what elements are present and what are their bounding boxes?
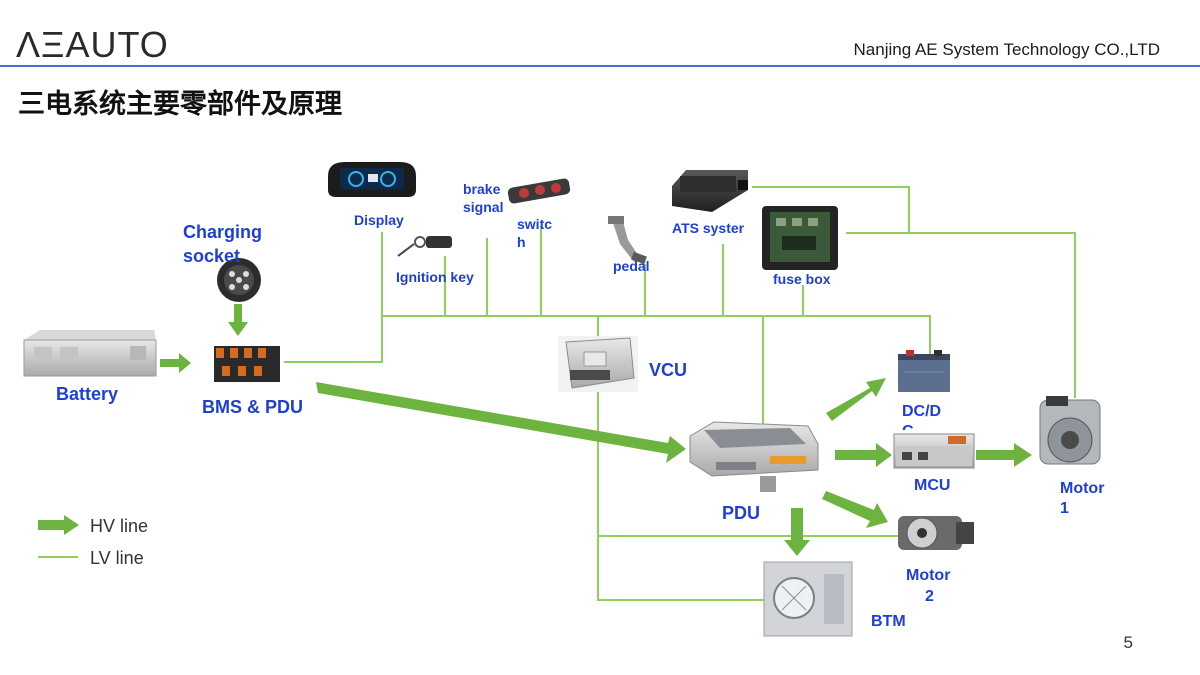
pedal-image [608, 216, 647, 265]
company-name: Nanjing AE System Technology CO.,LTD [853, 40, 1160, 59]
label-dcdc-2: C [902, 422, 960, 430]
legend-lv-label: LV line [90, 548, 144, 568]
label-mcu: MCU [914, 477, 951, 494]
hv-arrow-pdu-btm [784, 508, 810, 556]
dcdc-image [898, 350, 950, 392]
label-dcdc-2-clip: C [900, 422, 960, 430]
label-btm: BTM [871, 613, 906, 630]
lv-lines [284, 186, 1076, 601]
hv-arrow-pdu-motor2 [822, 491, 888, 528]
brake-switch-image [507, 178, 571, 204]
charging-socket-image [217, 258, 261, 302]
label-socket: socket [183, 246, 241, 266]
label-ats-system: ATS syster [672, 220, 745, 236]
label-pedal: pedal [613, 258, 650, 274]
lv-line-vcu-down [597, 392, 764, 601]
bms-pdu-image [214, 346, 280, 382]
label-charging: Charging [183, 222, 262, 242]
legend-hv-label: HV line [90, 516, 149, 536]
label-pdu: PDU [722, 503, 761, 523]
ignition-key-image [397, 236, 452, 257]
battery-image [23, 330, 157, 377]
label-switch-2: h [517, 234, 526, 250]
motor1-image [1039, 396, 1101, 465]
lv-line-bms [284, 232, 383, 363]
hv-arrow-socket-bms [228, 304, 248, 336]
fuse-box-image [762, 206, 838, 270]
hv-arrow-bms-pdu [316, 382, 686, 463]
lv-line-bus-top [382, 315, 931, 358]
label-battery: Battery [56, 384, 119, 404]
pdu-image [689, 421, 819, 492]
hv-arrow-pdu-dcdc [826, 378, 886, 421]
label-signal: signal [463, 199, 504, 215]
btm-image [763, 561, 853, 637]
label-bms-pdu: BMS & PDU [202, 397, 304, 417]
label-motor1-2: 1 [1060, 500, 1069, 517]
lv-line-motor1 [846, 232, 1076, 398]
label-motor2-2: 2 [925, 588, 934, 605]
label-fuse-box: fuse box [773, 271, 831, 287]
label-motor2-1: Motor [906, 567, 951, 584]
label-vcu: VCU [649, 360, 688, 380]
hv-arrows [160, 304, 1032, 556]
legend-hv-arrow-icon [38, 515, 79, 535]
vcu-image [558, 336, 638, 392]
slide-title: 三电系统主要零部件及原理 [18, 89, 342, 120]
label-brake: brake [463, 181, 501, 197]
hv-arrow-pdu-mcu [835, 443, 892, 467]
header-divider [0, 65, 1200, 67]
lv-line-ats-right [752, 186, 910, 232]
page-number: 5 [1123, 633, 1133, 652]
label-display: Display [354, 212, 404, 228]
ats-image [672, 170, 748, 212]
company-logo: ΛΞAUTO [16, 24, 169, 65]
hv-arrow-battery-bms [160, 353, 191, 373]
hv-arrow-mcu-motor1 [976, 443, 1032, 467]
display-image [328, 162, 416, 197]
mcu-image [893, 433, 975, 469]
motor2-image [898, 516, 974, 550]
label-switch-1: switc [517, 216, 553, 232]
label-motor1-1: Motor [1060, 480, 1105, 497]
label-ignition-key: Ignition key [396, 269, 474, 285]
label-dcdc-1: DC/D [902, 403, 942, 420]
